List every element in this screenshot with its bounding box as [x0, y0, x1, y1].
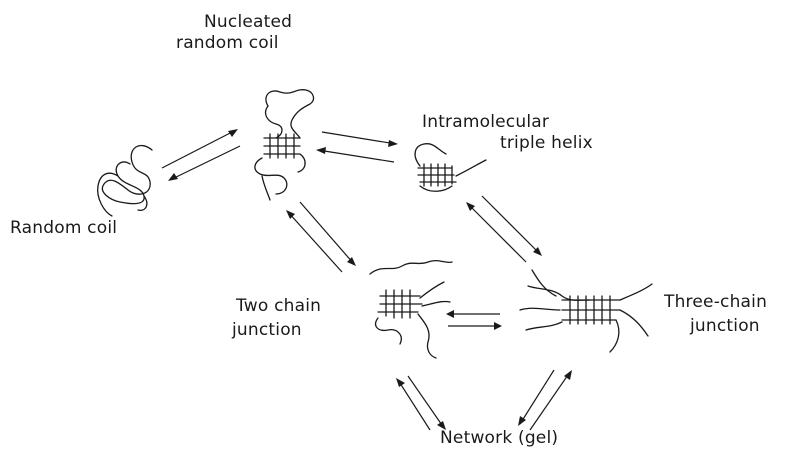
nucleated-label-line1: Nucleated [204, 12, 292, 33]
two-chain-label-line1: Two chain [236, 296, 321, 317]
two-chain-label-line2: junction [232, 320, 302, 341]
nucleated-random-coil-glyph [255, 90, 314, 200]
arrow-two-chain-to-network [396, 376, 446, 430]
intramolecular-label-line2: triple helix [500, 133, 593, 154]
arrow-three-chain-to-two-chain [446, 310, 502, 330]
network-label: Network (gel) [440, 428, 558, 449]
arrow-random-to-nucleated [162, 129, 240, 181]
arrow-nucleated-to-intramolecular [316, 132, 398, 162]
arrow-nucleated-to-two-chain [286, 202, 356, 272]
nucleated-label-line2: random coil [176, 33, 279, 54]
random-coil-label: Random coil [10, 218, 117, 239]
intramolecular-label-line1: Intramolecular [422, 112, 549, 133]
random-coil-glyph [98, 146, 152, 216]
three-chain-junction-glyph [520, 270, 652, 352]
three-chain-label-line1: Three-chain [664, 292, 767, 313]
two-chain-junction-glyph [370, 261, 452, 358]
arrow-three-chain-to-network [518, 370, 572, 430]
three-chain-label-line2: junction [690, 316, 760, 337]
arrow-intramolecular-to-three-chain [466, 196, 542, 262]
intramolecular-triple-helix-glyph [415, 144, 486, 192]
